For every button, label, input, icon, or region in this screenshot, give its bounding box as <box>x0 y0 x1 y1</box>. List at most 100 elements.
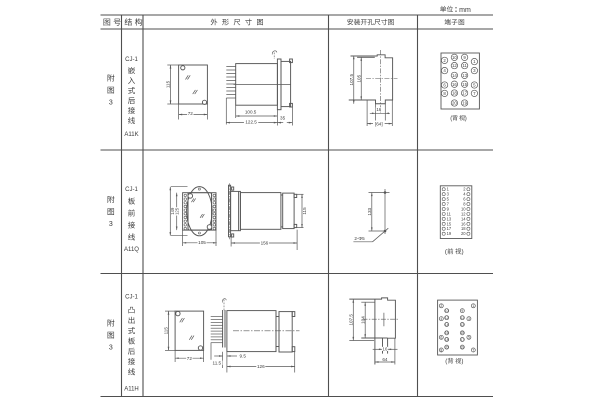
svg-text:CJ-1: CJ-1 <box>125 295 138 301</box>
svg-text:16: 16 <box>461 221 466 226</box>
svg-text:19: 19 <box>460 345 464 349</box>
svg-text:107.5: 107.5 <box>349 314 354 326</box>
svg-text:8: 8 <box>443 91 446 96</box>
svg-text:3: 3 <box>109 344 113 351</box>
svg-text:20: 20 <box>461 231 466 236</box>
svg-text:17: 17 <box>447 226 452 231</box>
svg-text:115: 115 <box>164 327 169 335</box>
svg-text:9: 9 <box>463 55 466 60</box>
svg-text:16: 16 <box>376 107 381 112</box>
svg-text:7: 7 <box>472 348 474 352</box>
svg-text:156: 156 <box>261 240 269 245</box>
svg-text:35: 35 <box>280 115 286 120</box>
svg-text:4: 4 <box>440 317 442 321</box>
svg-text:18: 18 <box>461 226 466 231</box>
svg-text:13: 13 <box>460 323 464 327</box>
svg-text:15: 15 <box>447 221 452 226</box>
svg-text:3: 3 <box>109 221 113 228</box>
svg-text:12: 12 <box>452 63 457 68</box>
svg-text:2: 2 <box>440 304 442 308</box>
svg-text:105: 105 <box>356 74 361 82</box>
svg-text:7: 7 <box>473 91 476 96</box>
svg-text:11: 11 <box>462 63 467 68</box>
svg-text:17: 17 <box>462 91 467 96</box>
svg-text:16: 16 <box>383 346 388 351</box>
svg-text:15: 15 <box>460 331 464 335</box>
svg-text:): ) <box>462 249 464 256</box>
svg-text:3: 3 <box>468 317 470 321</box>
svg-text:19: 19 <box>462 101 467 106</box>
svg-text:9: 9 <box>461 309 463 313</box>
svg-text:2: 2 <box>463 187 466 192</box>
svg-text:8: 8 <box>440 348 442 352</box>
svg-text:122.5: 122.5 <box>245 119 257 124</box>
svg-text:20: 20 <box>445 345 449 349</box>
svg-text:(: ( <box>450 116 452 122</box>
svg-text:115: 115 <box>166 80 171 88</box>
svg-text:104: 104 <box>360 316 365 324</box>
svg-text:149: 149 <box>170 207 175 215</box>
svg-text:12: 12 <box>461 211 466 216</box>
svg-text:6: 6 <box>440 336 442 340</box>
svg-text:15: 15 <box>462 82 467 87</box>
svg-text:20: 20 <box>452 101 457 106</box>
svg-text:4: 4 <box>443 68 446 73</box>
svg-text:1: 1 <box>447 187 450 192</box>
svg-text:13: 13 <box>447 216 452 221</box>
svg-text:10: 10 <box>461 206 466 211</box>
svg-text:): ) <box>461 358 463 365</box>
svg-text:A11K: A11K <box>124 132 138 138</box>
svg-text:3: 3 <box>473 68 476 73</box>
svg-text:72: 72 <box>188 111 194 116</box>
svg-text:19: 19 <box>447 231 452 236</box>
svg-text:): ) <box>465 116 467 122</box>
svg-text:3: 3 <box>109 99 113 106</box>
svg-text:12: 12 <box>445 316 449 320</box>
svg-text:9: 9 <box>447 206 450 211</box>
svg-text:105: 105 <box>198 240 206 245</box>
svg-text:4: 4 <box>463 192 466 197</box>
svg-text:6: 6 <box>463 197 466 202</box>
svg-text:(: ( <box>445 358 448 365</box>
svg-text:16: 16 <box>452 82 457 87</box>
svg-text:[64]: [64] <box>375 121 383 126</box>
svg-text:CJ-1: CJ-1 <box>125 187 138 193</box>
svg-text:(: ( <box>445 249 448 256</box>
svg-text:A11Q: A11Q <box>124 247 139 253</box>
svg-text:100.5: 100.5 <box>245 109 257 114</box>
svg-text:17: 17 <box>460 338 464 342</box>
svg-text:16: 16 <box>445 331 449 335</box>
svg-text:5: 5 <box>447 197 450 202</box>
svg-text:13: 13 <box>462 73 467 78</box>
svg-text:126: 126 <box>257 364 265 369</box>
svg-text:72: 72 <box>187 356 193 361</box>
svg-text:2-Φ5: 2-Φ5 <box>354 236 365 241</box>
svg-text:11: 11 <box>461 316 465 320</box>
svg-text:mm: mm <box>459 7 471 14</box>
svg-text:CJ-1: CJ-1 <box>125 57 138 63</box>
svg-text:9.5: 9.5 <box>240 354 247 359</box>
svg-text:10: 10 <box>445 309 449 313</box>
svg-text:11.5: 11.5 <box>212 360 221 365</box>
svg-text:A11H: A11H <box>124 387 139 393</box>
svg-text:5: 5 <box>473 83 476 88</box>
svg-text:6: 6 <box>443 83 446 88</box>
svg-text:1: 1 <box>473 59 476 64</box>
svg-text:3: 3 <box>447 192 450 197</box>
svg-text:18: 18 <box>452 91 457 96</box>
svg-text:18: 18 <box>445 338 449 342</box>
svg-text:7: 7 <box>447 201 450 206</box>
svg-text:2: 2 <box>443 58 446 63</box>
svg-text:14: 14 <box>461 216 466 221</box>
svg-text:125: 125 <box>174 207 179 215</box>
svg-text:115: 115 <box>302 207 307 215</box>
svg-text:10: 10 <box>452 55 457 60</box>
svg-text:5: 5 <box>468 336 470 340</box>
svg-text:11: 11 <box>447 211 452 216</box>
svg-text:14: 14 <box>445 323 449 327</box>
svg-text:14: 14 <box>452 73 457 78</box>
svg-text:133: 133 <box>367 207 372 215</box>
svg-text:8: 8 <box>463 201 466 206</box>
svg-text:1: 1 <box>472 304 474 308</box>
svg-text:64: 64 <box>382 357 388 362</box>
